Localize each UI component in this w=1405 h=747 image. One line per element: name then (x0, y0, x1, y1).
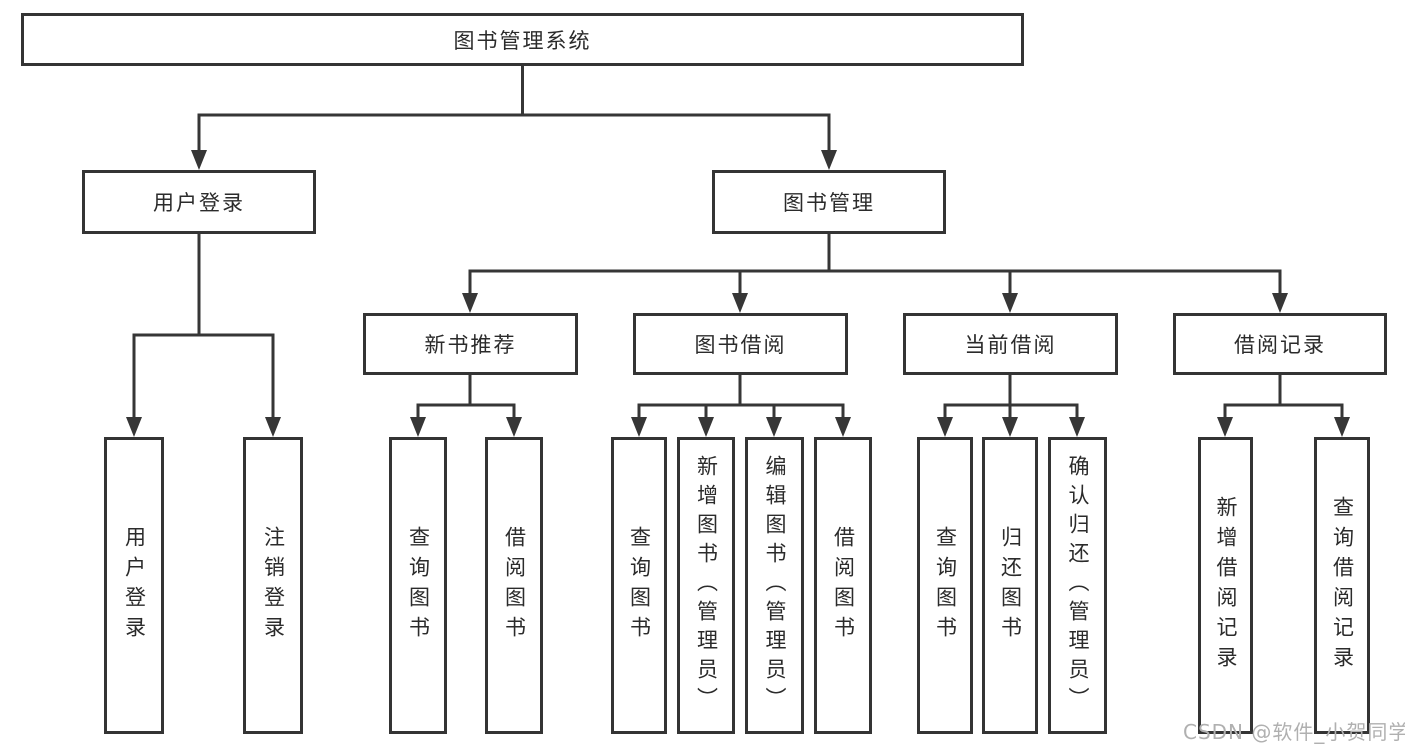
leaf-query-books-recommend: 查询图书 (389, 437, 447, 734)
node-root-library-management-system: 图书管理系统 (21, 13, 1024, 66)
csdn-watermark: CSDN @软件_小贺同学 (1183, 720, 1405, 744)
node-book-management: 图书管理 (712, 170, 946, 234)
leaf-query-books-current: 查询图书 (917, 437, 973, 734)
node-current-borrowing: 当前借阅 (903, 313, 1118, 375)
leaf-add-borrow-record: 新增借阅记录 (1198, 437, 1253, 734)
leaf-logout-login: 注销登录 (243, 437, 303, 734)
node-user-login: 用户登录 (82, 170, 316, 234)
leaf-confirm-return-admin: 确认归还（管理员） (1048, 437, 1107, 734)
leaf-return-books: 归还图书 (982, 437, 1038, 734)
node-new-book-recommend: 新书推荐 (363, 313, 578, 375)
leaf-add-books-admin: 新增图书（管理员） (677, 437, 735, 734)
leaf-user-login: 用户登录 (104, 437, 164, 734)
leaf-borrow-books-borrowing: 借阅图书 (814, 437, 872, 734)
leaf-borrow-books-recommend: 借阅图书 (485, 437, 543, 734)
leaf-query-books-borrowing: 查询图书 (611, 437, 667, 734)
node-book-borrowing: 图书借阅 (633, 313, 848, 375)
arrowhead-icons (126, 150, 1350, 437)
leaf-query-borrow-record: 查询借阅记录 (1314, 437, 1370, 734)
node-borrowing-records: 借阅记录 (1173, 313, 1387, 375)
leaf-edit-books-admin: 编辑图书（管理员） (745, 437, 804, 734)
